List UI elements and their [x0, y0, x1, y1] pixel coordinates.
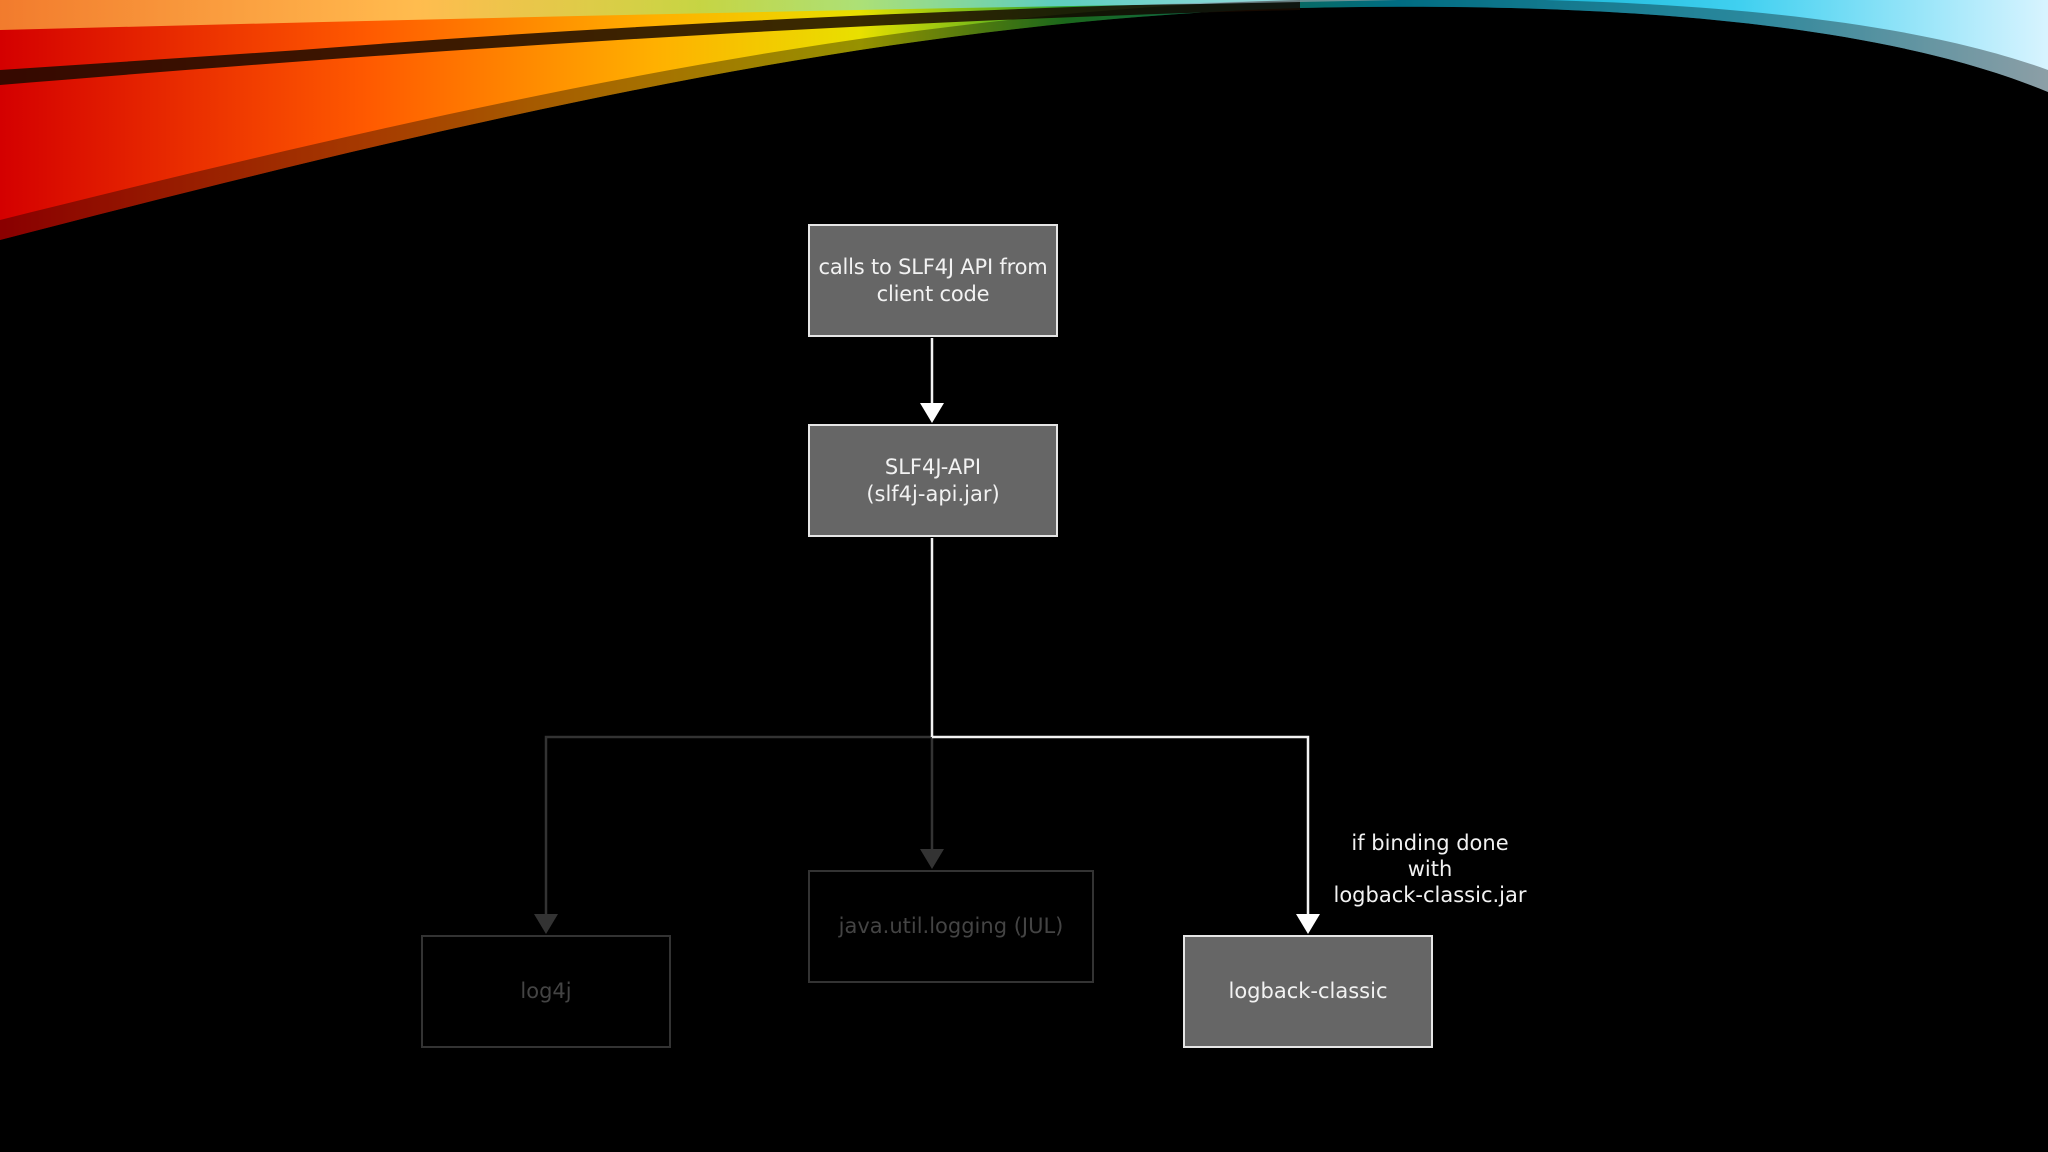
arrowhead-jul	[920, 849, 944, 869]
edge-label-binding: if binding done with logback-classic.jar	[1333, 831, 1527, 907]
swoosh-shadow-edge	[0, 0, 2048, 240]
node-client-code: calls to SLF4J API from client code	[808, 224, 1058, 337]
active-connectors	[930, 338, 1310, 915]
node-logback-classic: logback-classic	[1183, 935, 1433, 1048]
connector-to-log4j	[544, 735, 932, 915]
arrowhead-log4j	[534, 914, 558, 934]
node-java-util-logging: java.util.logging (JUL)	[808, 870, 1094, 983]
swoosh-band	[0, 0, 2048, 240]
dim-connectors	[544, 735, 934, 915]
arrowhead-api	[920, 403, 944, 423]
decorative-rainbow-swoosh	[0, 0, 2048, 240]
node-slf4j-api: SLF4J-API (slf4j-api.jar)	[808, 424, 1058, 537]
node-log4j: log4j	[421, 935, 671, 1048]
arrowhead-logback	[1296, 914, 1320, 934]
connector-to-logback	[932, 735, 1310, 915]
swoosh-dark-stroke	[0, 0, 1300, 85]
swoosh-highlight	[0, 0, 1400, 30]
